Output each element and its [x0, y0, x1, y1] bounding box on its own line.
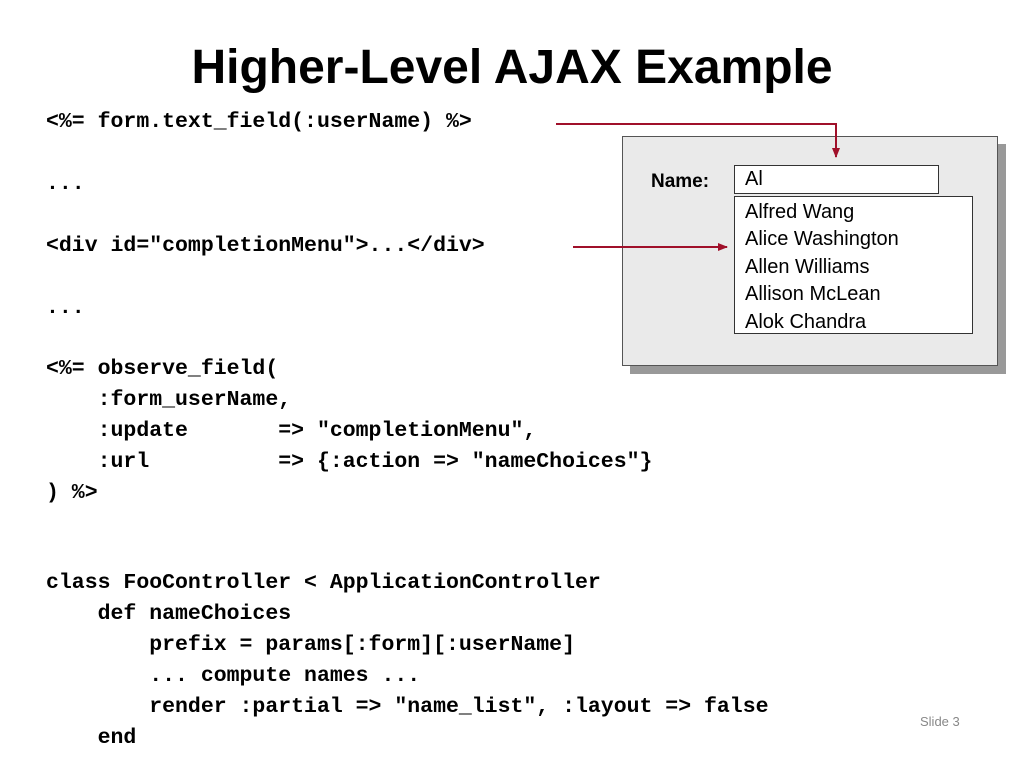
code-line-text-field: <%= form.text_field(:userName) %>	[46, 110, 472, 134]
name-input[interactable]: Al	[734, 165, 939, 194]
code-line-url: :url => {:action => "nameChoices"}	[46, 450, 653, 474]
arrow-to-name-input	[556, 123, 840, 158]
name-label: Name:	[651, 171, 710, 192]
code-line-compute: ... compute names ...	[46, 664, 421, 688]
code-line-observe: <%= observe_field(	[46, 357, 279, 381]
code-line-div: <div id="completionMenu">...</div>	[46, 234, 485, 258]
completion-menu: Alfred Wang Alice Washington Allen Willi…	[734, 196, 973, 334]
completion-menu-item[interactable]: Alok Chandra	[745, 310, 867, 333]
code-line-form-username: :form_userName,	[46, 388, 292, 412]
slide-title: Higher-Level AJAX Example	[191, 41, 833, 94]
completion-menu-item[interactable]: Allen Williams	[745, 255, 870, 278]
code-line-update: :update => "completionMenu",	[46, 419, 537, 443]
code-line-class: class FooController < ApplicationControl…	[46, 571, 601, 595]
code-line-render: render :partial => "name_list", :layout …	[46, 695, 769, 719]
completion-menu-item[interactable]: Alfred Wang	[745, 201, 855, 223]
completion-menu-item[interactable]: Allison McLean	[745, 283, 881, 306]
code-line-ellipsis-2: ...	[46, 296, 85, 320]
code-line-ellipsis-1: ...	[46, 172, 85, 196]
code-line-close: ) %>	[46, 481, 98, 505]
slide-number: Slide 3	[920, 714, 960, 729]
code-line-prefix: prefix = params[:form][:userName]	[46, 633, 575, 657]
completion-menu-item[interactable]: Alice Washington	[745, 228, 899, 251]
code-line-def: def nameChoices	[46, 602, 292, 626]
code-line-end: end	[46, 726, 137, 750]
